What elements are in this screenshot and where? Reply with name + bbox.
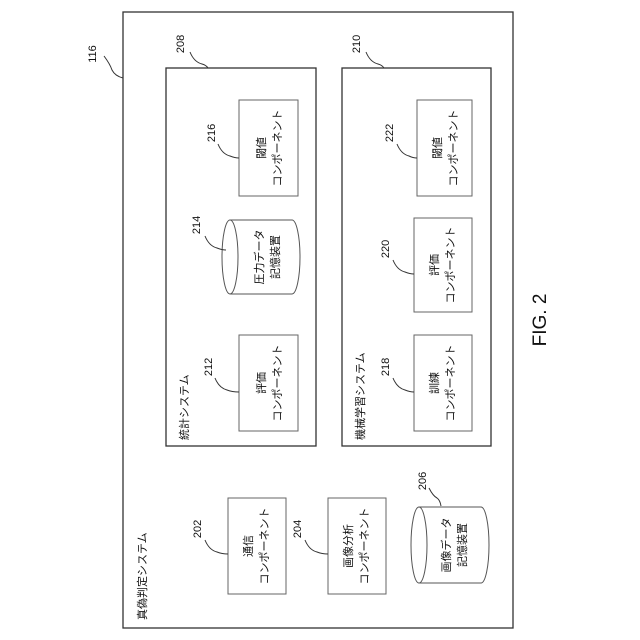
ml-threshold-component: 閾値 コンポーネント [417,100,472,196]
ref-216: 216 [206,124,218,142]
ref-206: 206 [417,472,429,490]
ml-system-title: 機械学習システム [353,352,367,440]
ref-220: 220 [380,240,392,258]
ref-leader-206 [429,488,441,506]
ref-212: 212 [203,358,215,376]
ml-threshold-label-line1: 閾値 [431,137,444,159]
stat-evaluation-label-line1: 評価 [254,372,268,394]
ref-210: 210 [351,35,363,53]
ref-leader-212 [215,378,239,392]
image-analysis-label-line2: コンポーネント [358,508,371,585]
authenticity-system-title: 真偽判定システム [135,532,149,620]
stat-evaluation-label-line2: コンポーネント [271,345,284,422]
image-data-storage-label-line1: 画像データ [439,518,453,573]
ref-116: 116 [87,45,99,63]
image-analysis-label-line1: 画像分析 [341,524,355,568]
stat-threshold-label-line2: コンポーネント [271,110,284,187]
figure-label: FIG. 2 [530,294,551,347]
stat-threshold-component: 閾値 コンポーネント [239,100,298,196]
ref-222: 222 [384,124,396,142]
communication-component: 通信 コンポーネント [228,498,286,594]
training-component: 訓練 コンポーネント [414,335,472,431]
ref-leader-218 [393,378,414,392]
ref-218: 218 [380,358,392,376]
ref-leader-216 [218,144,239,158]
communication-label-line2: コンポーネント [258,508,271,585]
ref-leader-116 [104,56,123,78]
ref-leader-220 [393,260,414,274]
training-label-line2: コンポーネント [444,345,457,422]
ref-202: 202 [192,520,204,538]
image-data-storage-cylinder: 画像データ 記憶装置 [411,507,489,583]
ref-leader-210 [366,52,384,68]
statistics-system-title: 統計システム [177,374,191,440]
training-label-line1: 訓練 [427,372,441,394]
pressure-data-storage-cylinder: 圧力データ 記憶装置 [222,220,300,294]
ref-214: 214 [191,216,203,234]
ref-leader-202 [205,540,228,554]
ml-threshold-label-line2: コンポーネント [447,110,460,187]
ml-evaluation-label-line2: コンポーネント [444,227,457,304]
ml-evaluation-label-line1: 評価 [427,254,441,276]
ml-evaluation-component: 評価 コンポーネント [414,218,472,312]
ref-leader-204 [305,540,328,554]
pressure-data-storage-label-line2: 記憶装置 [268,235,282,279]
communication-label-line1: 通信 [242,535,255,557]
ref-leader-222 [397,144,417,158]
stat-threshold-label-line1: 閾値 [255,137,268,159]
ref-leader-208 [190,52,208,68]
pressure-data-storage-label-line1: 圧力データ [252,230,266,285]
stat-evaluation-component: 評価 コンポーネント [239,335,298,431]
ref-204: 204 [292,520,304,538]
image-data-storage-label-line2: 記憶装置 [455,523,469,567]
image-analysis-component: 画像分析 コンポーネント [328,498,386,594]
ref-208: 208 [175,35,187,53]
